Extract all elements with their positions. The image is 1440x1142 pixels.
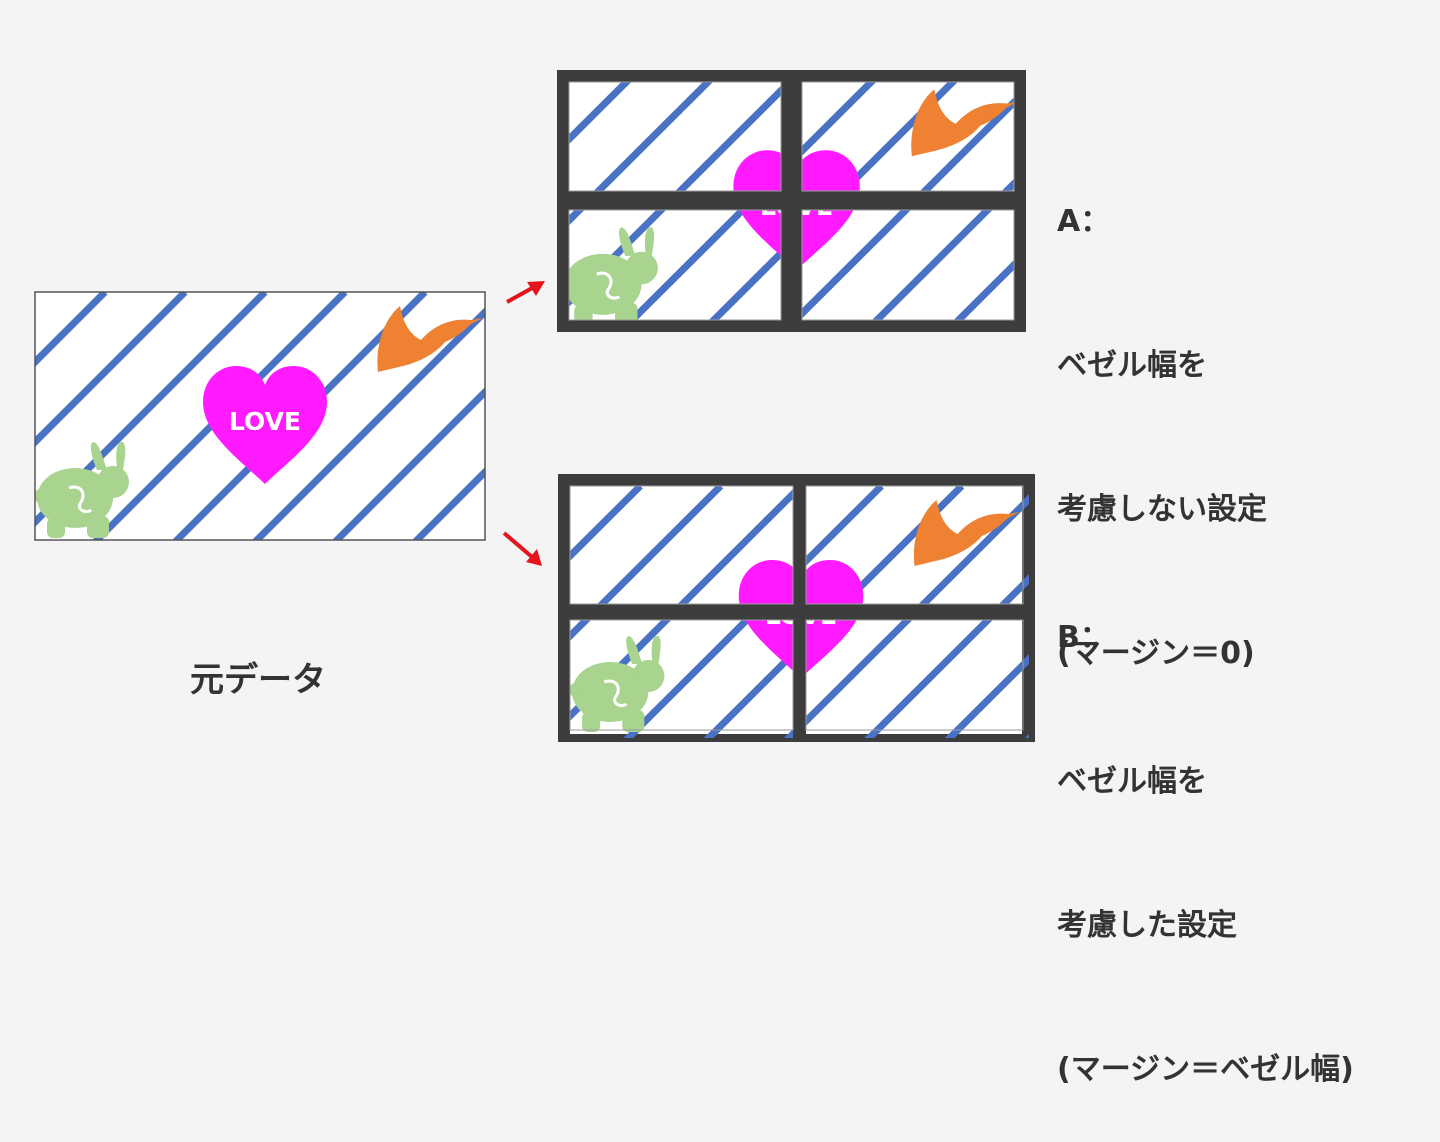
option-a-line-3: (マージン＝0) (1057, 636, 1255, 671)
arrow-icon (502, 531, 542, 566)
option-b-label: B： ベゼル幅を 考慮した設定 (マージン＝ベゼル幅) (1057, 518, 1354, 1142)
option-b-line-1: ベゼル幅を (1057, 764, 1207, 799)
diagram-canvas: LOVE (34, 70, 1035, 742)
original-data-caption-text: 元データ (190, 660, 326, 700)
original-image (34, 291, 486, 541)
option-a-line-1: ベゼル幅を (1057, 348, 1207, 383)
option-b-line-3: (マージン＝ベゼル幅) (1057, 1052, 1354, 1087)
option-b-title: B： (1057, 620, 1110, 655)
option-a-display-wall (557, 70, 1026, 332)
arrow-icon (506, 281, 545, 304)
option-b-display-wall (558, 474, 1035, 742)
option-a-label: A： ベゼル幅を 考慮しない設定 (マージン＝0) (1057, 102, 1267, 726)
option-a-line-2: 考慮しない設定 (1057, 492, 1267, 527)
option-a-title: A： (1057, 204, 1111, 239)
original-data-caption: 元データ (190, 560, 326, 752)
option-b-line-2: 考慮した設定 (1057, 908, 1237, 943)
